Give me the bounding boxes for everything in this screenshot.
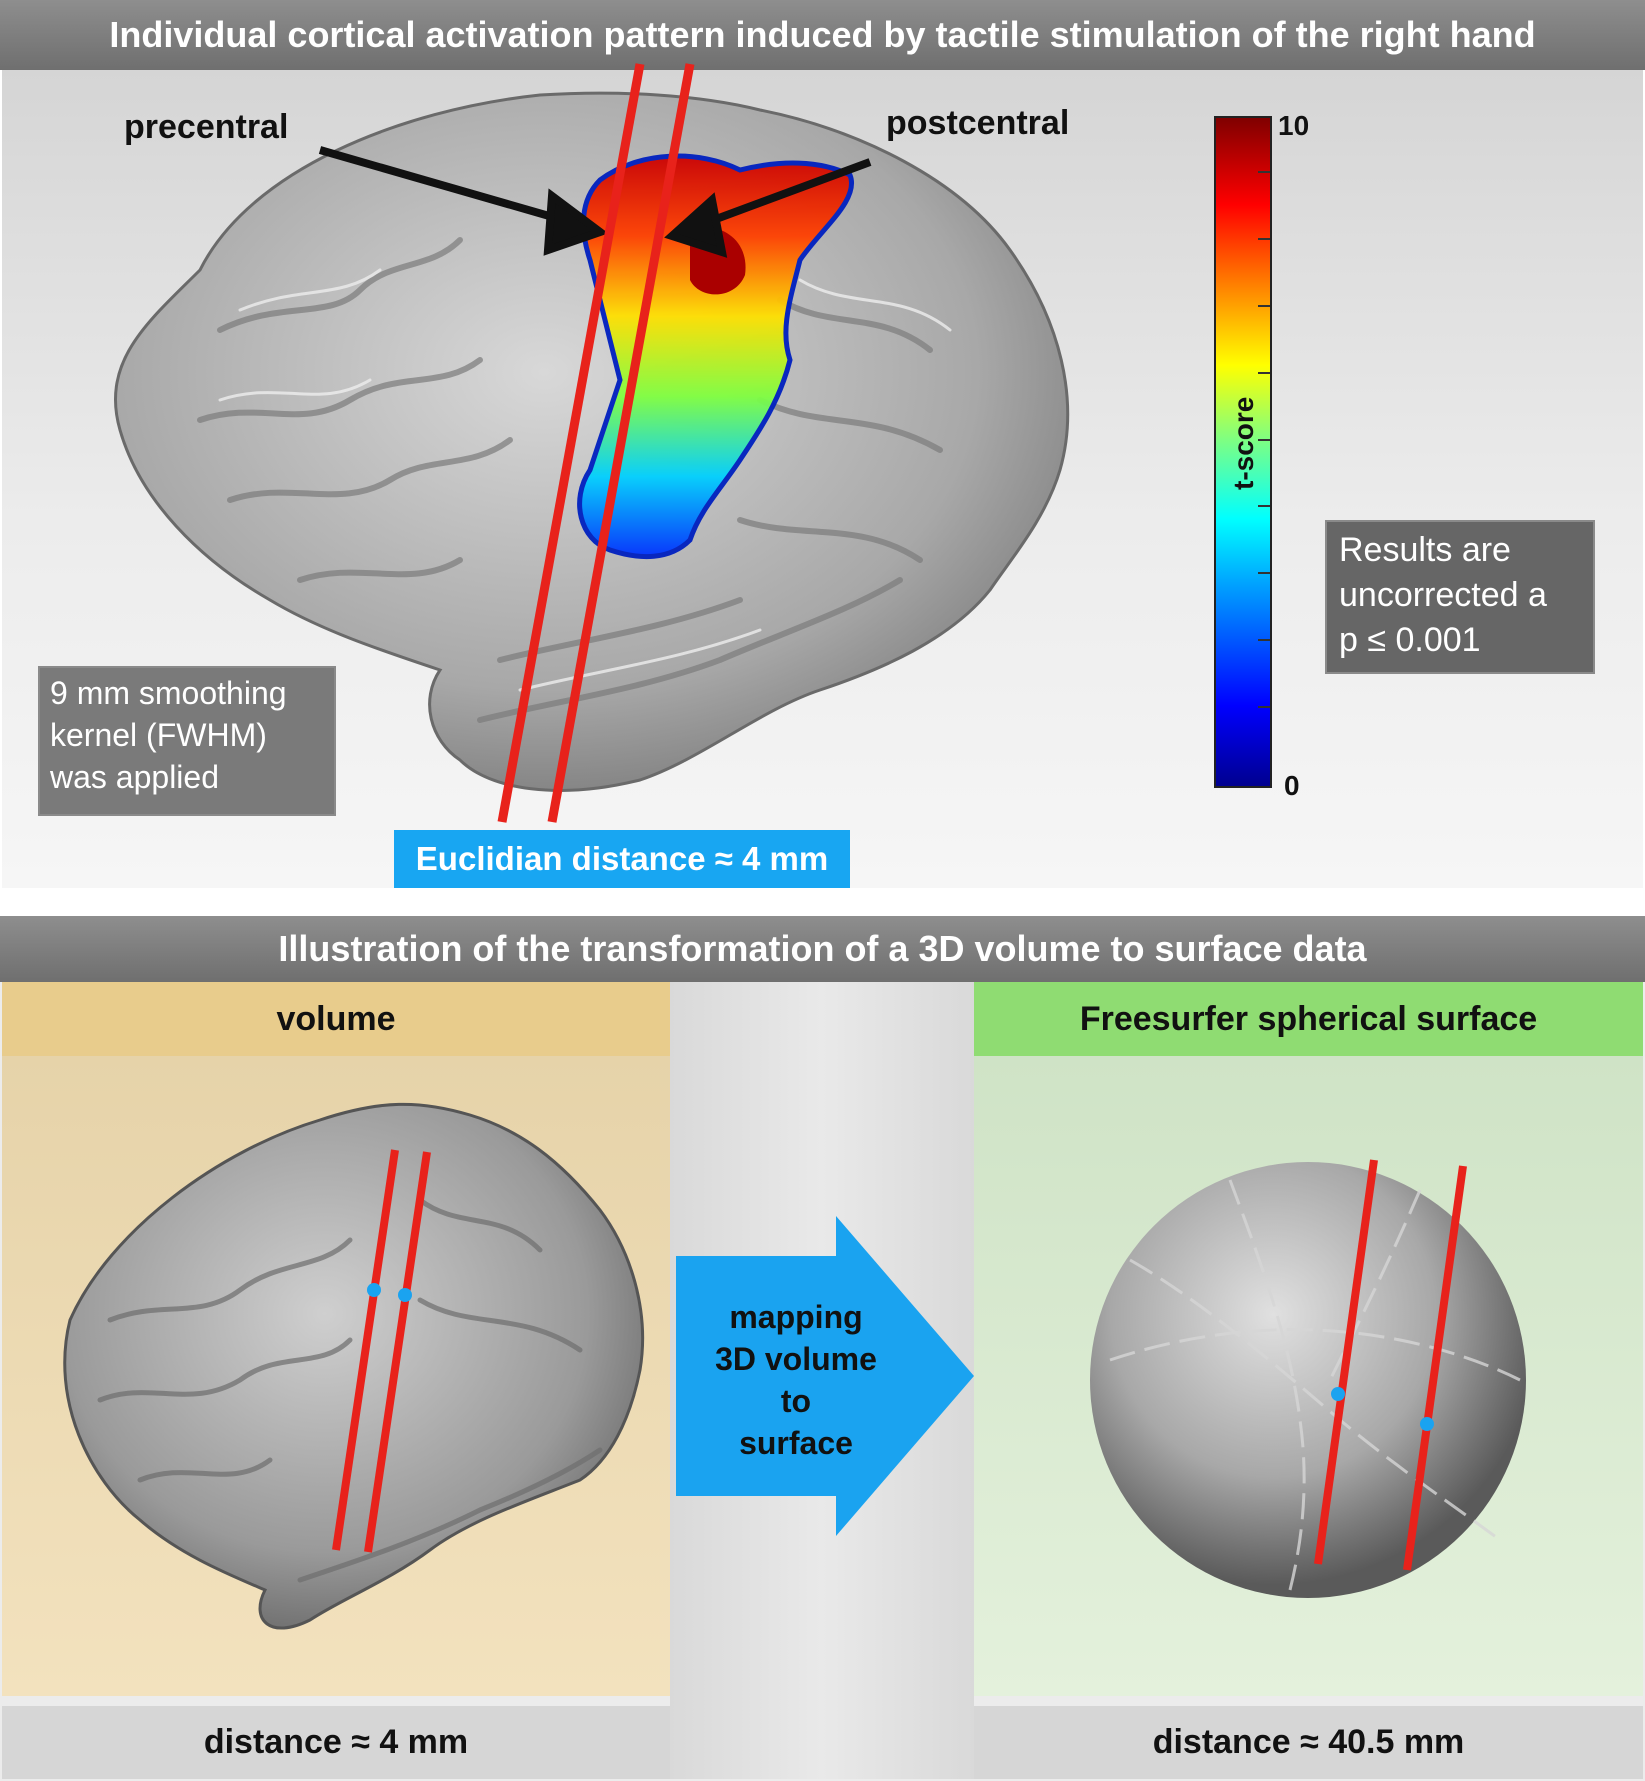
colorbar-max-label: 10 [1278,110,1310,141]
sphere-red-line-left [1314,1159,1378,1565]
colorbar-min-label: 0 [1284,770,1300,801]
postcentral-arrow [664,158,872,258]
pvalue-note-line: p ≤ 0.001 [1339,621,1481,659]
sphere-red-line-right [1403,1165,1467,1571]
bottom-title: Illustration of the transformation of a … [278,928,1367,969]
volume-distance-text: distance ≈ 4 mm [203,1723,469,1761]
activation-map [577,153,855,560]
top-brain-illustration [114,63,1070,823]
freesurfer-sphere [1090,1162,1526,1598]
precentral-arrow [318,146,609,256]
mapping-arrow-text-line: mapping [729,1299,863,1335]
smoothing-note-line: 9 mm smoothing [50,675,287,711]
top-title: Individual cortical activation pattern i… [109,14,1536,55]
sphere-point-left [1331,1387,1345,1401]
volume-point-left [367,1283,381,1297]
red-line-right [547,63,695,823]
t-score-colorbar [1214,116,1272,788]
postcentral-label: postcentral [886,104,1070,142]
smoothing-note-line: was applied [50,759,219,795]
volume-header-text: volume [276,999,396,1038]
mapping-arrow-text: mapping 3D volume to surface [676,1296,916,1464]
mapping-arrow-text-line: surface [739,1425,853,1461]
volume-red-line-right [364,1151,431,1553]
euclidean-distance-label: Euclidian distance ≈ 4 mm [394,830,850,888]
volume-header: volume [2,982,670,1056]
sphere-distance-text: distance ≈ 40.5 mm [1152,1723,1465,1761]
volume-point-right [398,1288,412,1302]
euclidean-distance-text: Euclidian distance ≈ 4 mm [415,840,829,877]
pvalue-note: Results are uncorrected a p ≤ 0.001 [1325,520,1595,674]
mapping-arrow-text-line: 3D volume [715,1341,877,1377]
red-line-left [497,63,645,823]
mapping-arrow-text-line: to [780,1383,812,1419]
volume-red-line-left [332,1149,399,1551]
volume-distance-label: distance ≈ 4 mm [2,1706,670,1779]
sphere-header-text: Freesurfer spherical surface [1079,999,1538,1038]
volume-brain [63,1102,645,1630]
sphere-distance-label: distance ≈ 40.5 mm [974,1706,1643,1779]
pvalue-note-line: uncorrected a [1339,576,1547,614]
top-header-bar: Individual cortical activation pattern i… [0,0,1645,70]
smoothing-note: 9 mm smoothing kernel (FWHM) was applied [38,666,336,816]
sphere-point-right [1420,1417,1434,1431]
sphere-header: Freesurfer spherical surface [974,982,1643,1056]
pvalue-note-line: Results are [1339,531,1511,569]
precentral-label: precentral [124,108,289,146]
mapping-arrow [676,1216,974,1536]
smoothing-note-line: kernel (FWHM) [50,717,267,753]
bottom-header-bar: Illustration of the transformation of a … [0,916,1645,982]
